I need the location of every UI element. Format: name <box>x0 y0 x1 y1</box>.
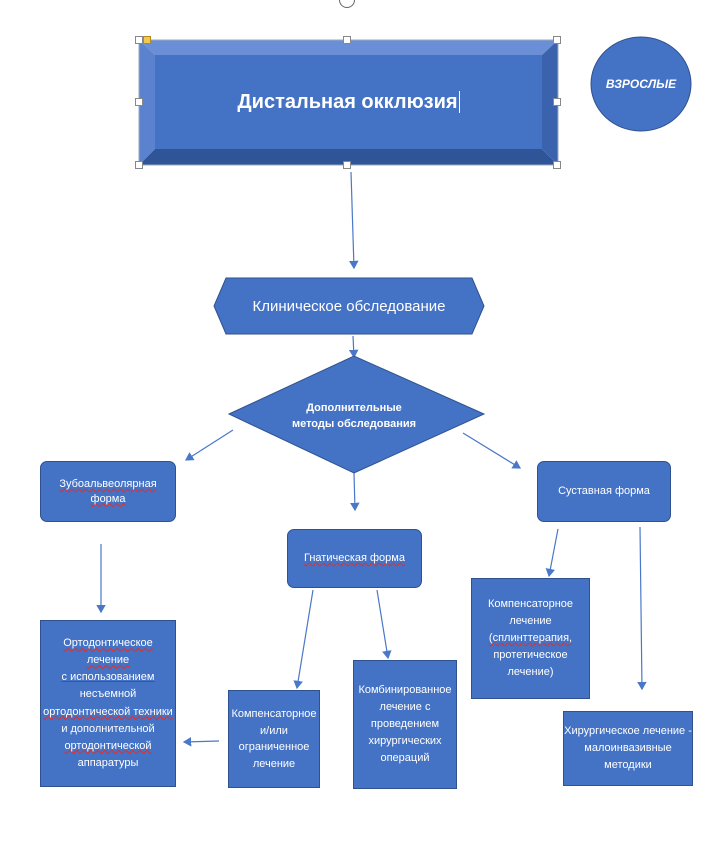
arrow-methods-to-gnathic <box>350 472 360 512</box>
ortho-treatment-node[interactable]: Ортодонтическое лечение с использованием… <box>40 620 176 787</box>
surgical-treatment-node[interactable]: Хирургическое лечение - малоинвазивные м… <box>563 711 693 786</box>
exam-hexagon <box>213 277 485 335</box>
adjust-handle[interactable] <box>143 36 151 44</box>
resize-handle-l[interactable] <box>135 98 143 106</box>
surgical-line: малоинвазивные <box>584 741 672 754</box>
combined-line: Комбинированное <box>358 683 452 696</box>
ortho-line: и дополнительной <box>61 722 155 735</box>
compensatory-splint-line: лечение <box>509 614 552 627</box>
adults-badge[interactable]: ВЗРОСЛЫЕ <box>591 70 691 98</box>
compensatory-splint-line: лечение) <box>507 666 554 679</box>
resize-handle-t[interactable] <box>343 36 351 44</box>
compensatory-limited-line: лечение <box>252 757 296 770</box>
compensatory-limited-line: ограниченное <box>238 741 310 753</box>
combined-treatment-node[interactable]: Комбинированное лечение с проведением хи… <box>353 660 457 789</box>
surgical-line: методики <box>604 759 652 772</box>
extra-methods-line: методы обследования <box>291 418 417 430</box>
gnathic-form-node[interactable]: Гнатическая форма <box>287 529 422 588</box>
ortho-line: ортодонтической <box>64 739 152 752</box>
surgical-line: Хирургическое лечение - <box>564 724 692 737</box>
ortho-line: аппаратуры <box>77 756 139 769</box>
compensatory-limited-node[interactable]: Компенсаторное и/или ограниченное лечени… <box>228 690 320 788</box>
combined-line: лечение с <box>379 700 431 713</box>
clinical-exam-text: Клиническое обследование <box>252 297 446 315</box>
adults-badge-text: ВЗРОСЛЫЕ <box>605 77 677 91</box>
resize-handle-bl[interactable] <box>135 161 143 169</box>
arrow-compensatory-to-ortho <box>182 736 220 747</box>
dentoalveolar-form-node[interactable]: Зубоальвеолярная форма <box>40 461 176 522</box>
ortho-line: Ортодонтическое лечение <box>63 637 153 667</box>
adults-badge-shape <box>590 36 692 132</box>
ortho-line: ортодонтической техники <box>43 705 173 718</box>
dentoalveolar-form-text: Зубоальвеолярная форма <box>59 477 157 505</box>
compensatory-limited-line: Компенсаторное <box>231 708 317 720</box>
compensatory-splint-line: Компенсаторное <box>487 597 574 610</box>
resize-handle-tl[interactable] <box>135 36 143 44</box>
resize-handle-tr[interactable] <box>553 36 561 44</box>
methods-diamond <box>227 355 486 474</box>
extra-methods-node[interactable]: Дополнительные методы обследования <box>270 396 438 436</box>
arrow-title-to-exam <box>348 171 359 270</box>
clinical-exam-node[interactable]: Клиническое обследование <box>214 278 484 334</box>
arrow-gnathic-to-compensatory <box>293 589 314 690</box>
combined-line: хирургических <box>368 735 442 748</box>
extra-methods-line: Дополнительные <box>306 401 402 414</box>
resize-handle-b[interactable] <box>343 161 351 169</box>
gnathic-form-text: Гнатическая форма <box>304 552 405 565</box>
arrow-methods-to-articular <box>462 432 522 469</box>
resize-handle-r[interactable] <box>553 98 561 106</box>
ortho-line: несъемной <box>79 688 137 701</box>
title-box[interactable]: Дистальная окклюзия <box>155 55 542 149</box>
compensatory-splint-line: (сплинттерапия, <box>488 631 573 644</box>
compensatory-splint-line: протетическое <box>493 649 568 662</box>
arrow-methods-to-dentoalveolar <box>184 429 234 461</box>
title-text: Дистальная окклюзия <box>237 90 458 113</box>
arrow-gnathic-to-combined <box>376 589 392 660</box>
articular-form-text: Суставная форма <box>558 485 650 498</box>
articular-form-node[interactable]: Суставная форма <box>537 461 671 522</box>
combined-line: операций <box>380 752 430 765</box>
compensatory-limited-line: и/или <box>260 724 288 737</box>
text-caret <box>458 91 460 113</box>
ortho-line: с использованием <box>61 671 155 684</box>
compensatory-splint-node[interactable]: Компенсаторное лечение (сплинттерапия, п… <box>471 578 590 699</box>
arrow-exam-to-methods <box>348 335 359 359</box>
arrow-articular-to-splint <box>545 528 559 578</box>
resize-handle-br[interactable] <box>553 161 561 169</box>
combined-line: проведением <box>370 717 440 730</box>
arrow-articular-to-surgical <box>637 526 647 691</box>
